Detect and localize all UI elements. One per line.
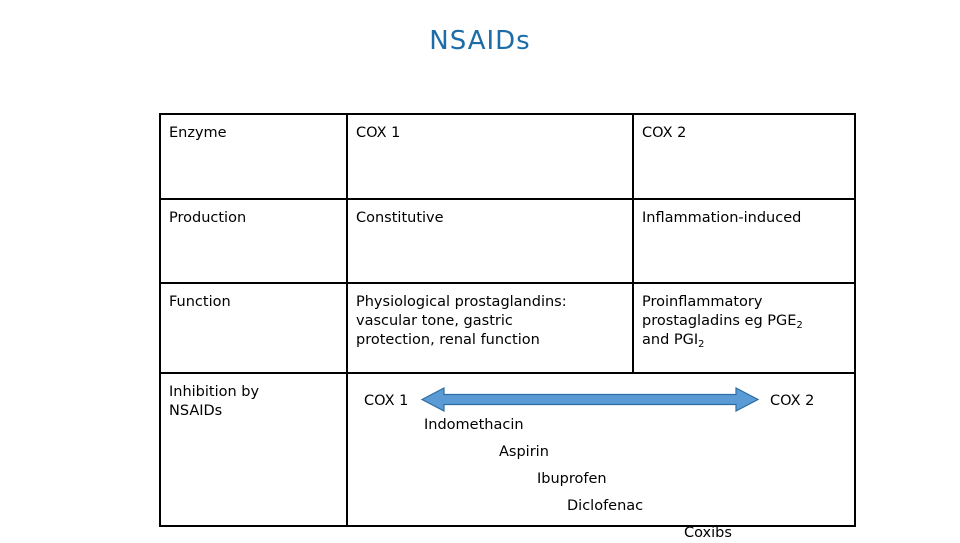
cell-production-cox1: Constitutive	[346, 198, 634, 284]
double-headed-arrow-icon	[420, 386, 760, 413]
nsaid-comparison-table: Enzyme COX 1 COX 2 Production Constituti…	[159, 113, 856, 541]
row-label-enzyme: Enzyme	[159, 113, 348, 200]
pgi-subscript: 2	[698, 339, 705, 351]
cell-function-cox2: Proinflammatory prostagladins eg PGE2 an…	[632, 282, 856, 374]
cell-production-cox2: Inflammation-induced	[632, 198, 856, 284]
drug-label-diclofenac: Diclofenac	[567, 498, 644, 514]
function-cox2-line-3-text: and PGI	[642, 332, 699, 349]
table-row-function: Function Physiological prostaglandins: v…	[159, 282, 856, 374]
row-label-inhibition: Inhibition by NSAIDs	[159, 372, 348, 527]
table-row-inhibition: Inhibition by NSAIDs COX 1 COX 2 Indomet…	[159, 372, 856, 541]
diagram-label-cox2: COX 2	[770, 393, 815, 409]
table-row-production: Production Constitutive Inflammation-ind…	[159, 198, 856, 284]
function-cox1-line-3: protection, renal function	[356, 332, 540, 349]
diagram-label-cox1: COX 1	[364, 393, 409, 409]
cell-enzyme-cox2: COX 2	[632, 113, 856, 200]
function-cox1-line-1: Physiological prostaglandins:	[356, 294, 567, 310]
table-row-enzyme: Enzyme COX 1 COX 2	[159, 113, 856, 200]
cell-inhibition-diagram: COX 1 COX 2 Indomethacin Aspirin Ibuprof…	[346, 372, 856, 541]
function-cox2-line-2: prostagladins eg PGE2	[642, 312, 846, 331]
inhibition-label-line-1: Inhibition by	[169, 384, 260, 400]
page-title: NSAIDs	[429, 26, 531, 56]
cox-selectivity-diagram: COX 1 COX 2 Indomethacin Aspirin Ibuprof…	[356, 383, 846, 541]
cell-enzyme-cox1: COX 1	[346, 113, 634, 200]
row-label-function: Function	[159, 282, 348, 374]
drug-label-aspirin: Aspirin	[499, 444, 549, 460]
function-cox2-line-3: and PGI2	[642, 331, 846, 350]
drug-label-coxibs: Coxibs	[684, 525, 732, 541]
cell-function-cox1: Physiological prostaglandins: vascular t…	[346, 282, 634, 374]
row-label-production: Production	[159, 198, 348, 284]
function-cox2-line-1: Proinflammatory	[642, 294, 763, 310]
drug-label-ibuprofen: Ibuprofen	[537, 471, 607, 487]
inhibition-label-line-2: NSAIDs	[169, 403, 223, 420]
function-cox1-line-2: vascular tone, gastric	[356, 313, 513, 330]
drug-label-indomethacin: Indomethacin	[424, 417, 524, 433]
function-cox2-line-2-text: prostagladins eg PGE	[642, 313, 797, 330]
pge-subscript: 2	[796, 320, 803, 332]
